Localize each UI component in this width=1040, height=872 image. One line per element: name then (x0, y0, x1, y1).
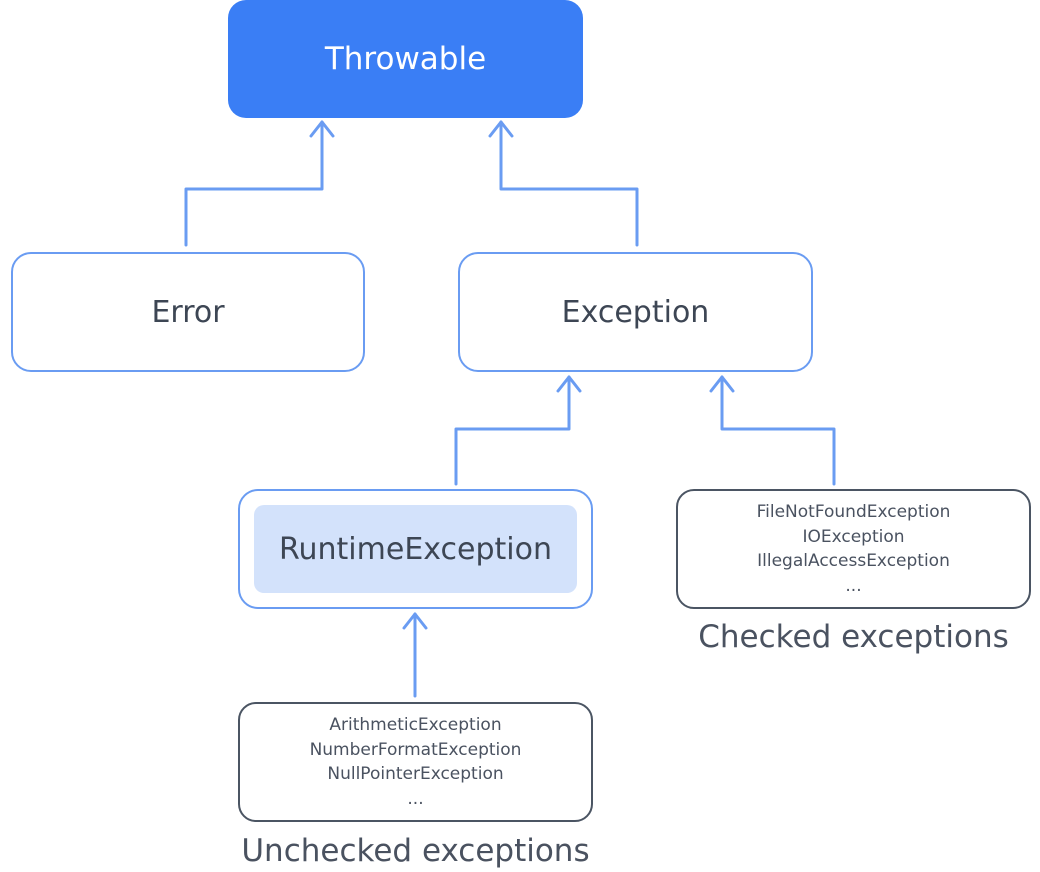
exception-to-throwable-connector (499, 120, 639, 247)
checked-exception-ellipsis: ... (845, 575, 862, 596)
runtime-exception-node: RuntimeException (238, 489, 593, 609)
unchecked-exceptions-box: ArithmeticException NumberFormatExceptio… (238, 702, 593, 822)
checked-exception-item: IOException (802, 526, 905, 547)
checked-to-exception-connector (720, 375, 836, 486)
runtime-exception-highlight: RuntimeException (254, 505, 577, 593)
error-node: Error (11, 252, 365, 372)
exception-to-throwable-arrowhead (488, 120, 514, 138)
unchecked-exception-ellipsis: ... (407, 788, 424, 809)
checked-to-exception-arrowhead (709, 375, 735, 393)
unchecked-to-runtime-arrowhead (402, 612, 428, 630)
checked-exceptions-box: FileNotFoundException IOException Illega… (676, 489, 1031, 609)
checked-exception-item: IllegalAccessException (757, 551, 950, 571)
error-label: Error (151, 294, 225, 330)
exception-node: Exception (458, 252, 813, 372)
unchecked-exception-item: ArithmeticException (329, 715, 502, 735)
runtime-to-exception-arrowhead (556, 375, 582, 393)
checked-exception-item: FileNotFoundException (756, 502, 951, 522)
unchecked-exception-item: NullPointerException (327, 764, 504, 784)
throwable-node: Throwable (228, 0, 583, 118)
throwable-label: Throwable (324, 41, 487, 77)
exception-label: Exception (561, 294, 710, 330)
unchecked-exception-item: NumberFormatException (309, 739, 522, 760)
runtime-exception-label: RuntimeException (279, 531, 552, 567)
checked-exceptions-caption: Checked exceptions (698, 619, 1009, 655)
unchecked-exceptions-caption: Unchecked exceptions (241, 833, 590, 869)
error-to-throwable-arrowhead (309, 120, 335, 138)
error-to-throwable-connector (184, 120, 324, 247)
runtime-to-exception-connector (454, 375, 571, 486)
